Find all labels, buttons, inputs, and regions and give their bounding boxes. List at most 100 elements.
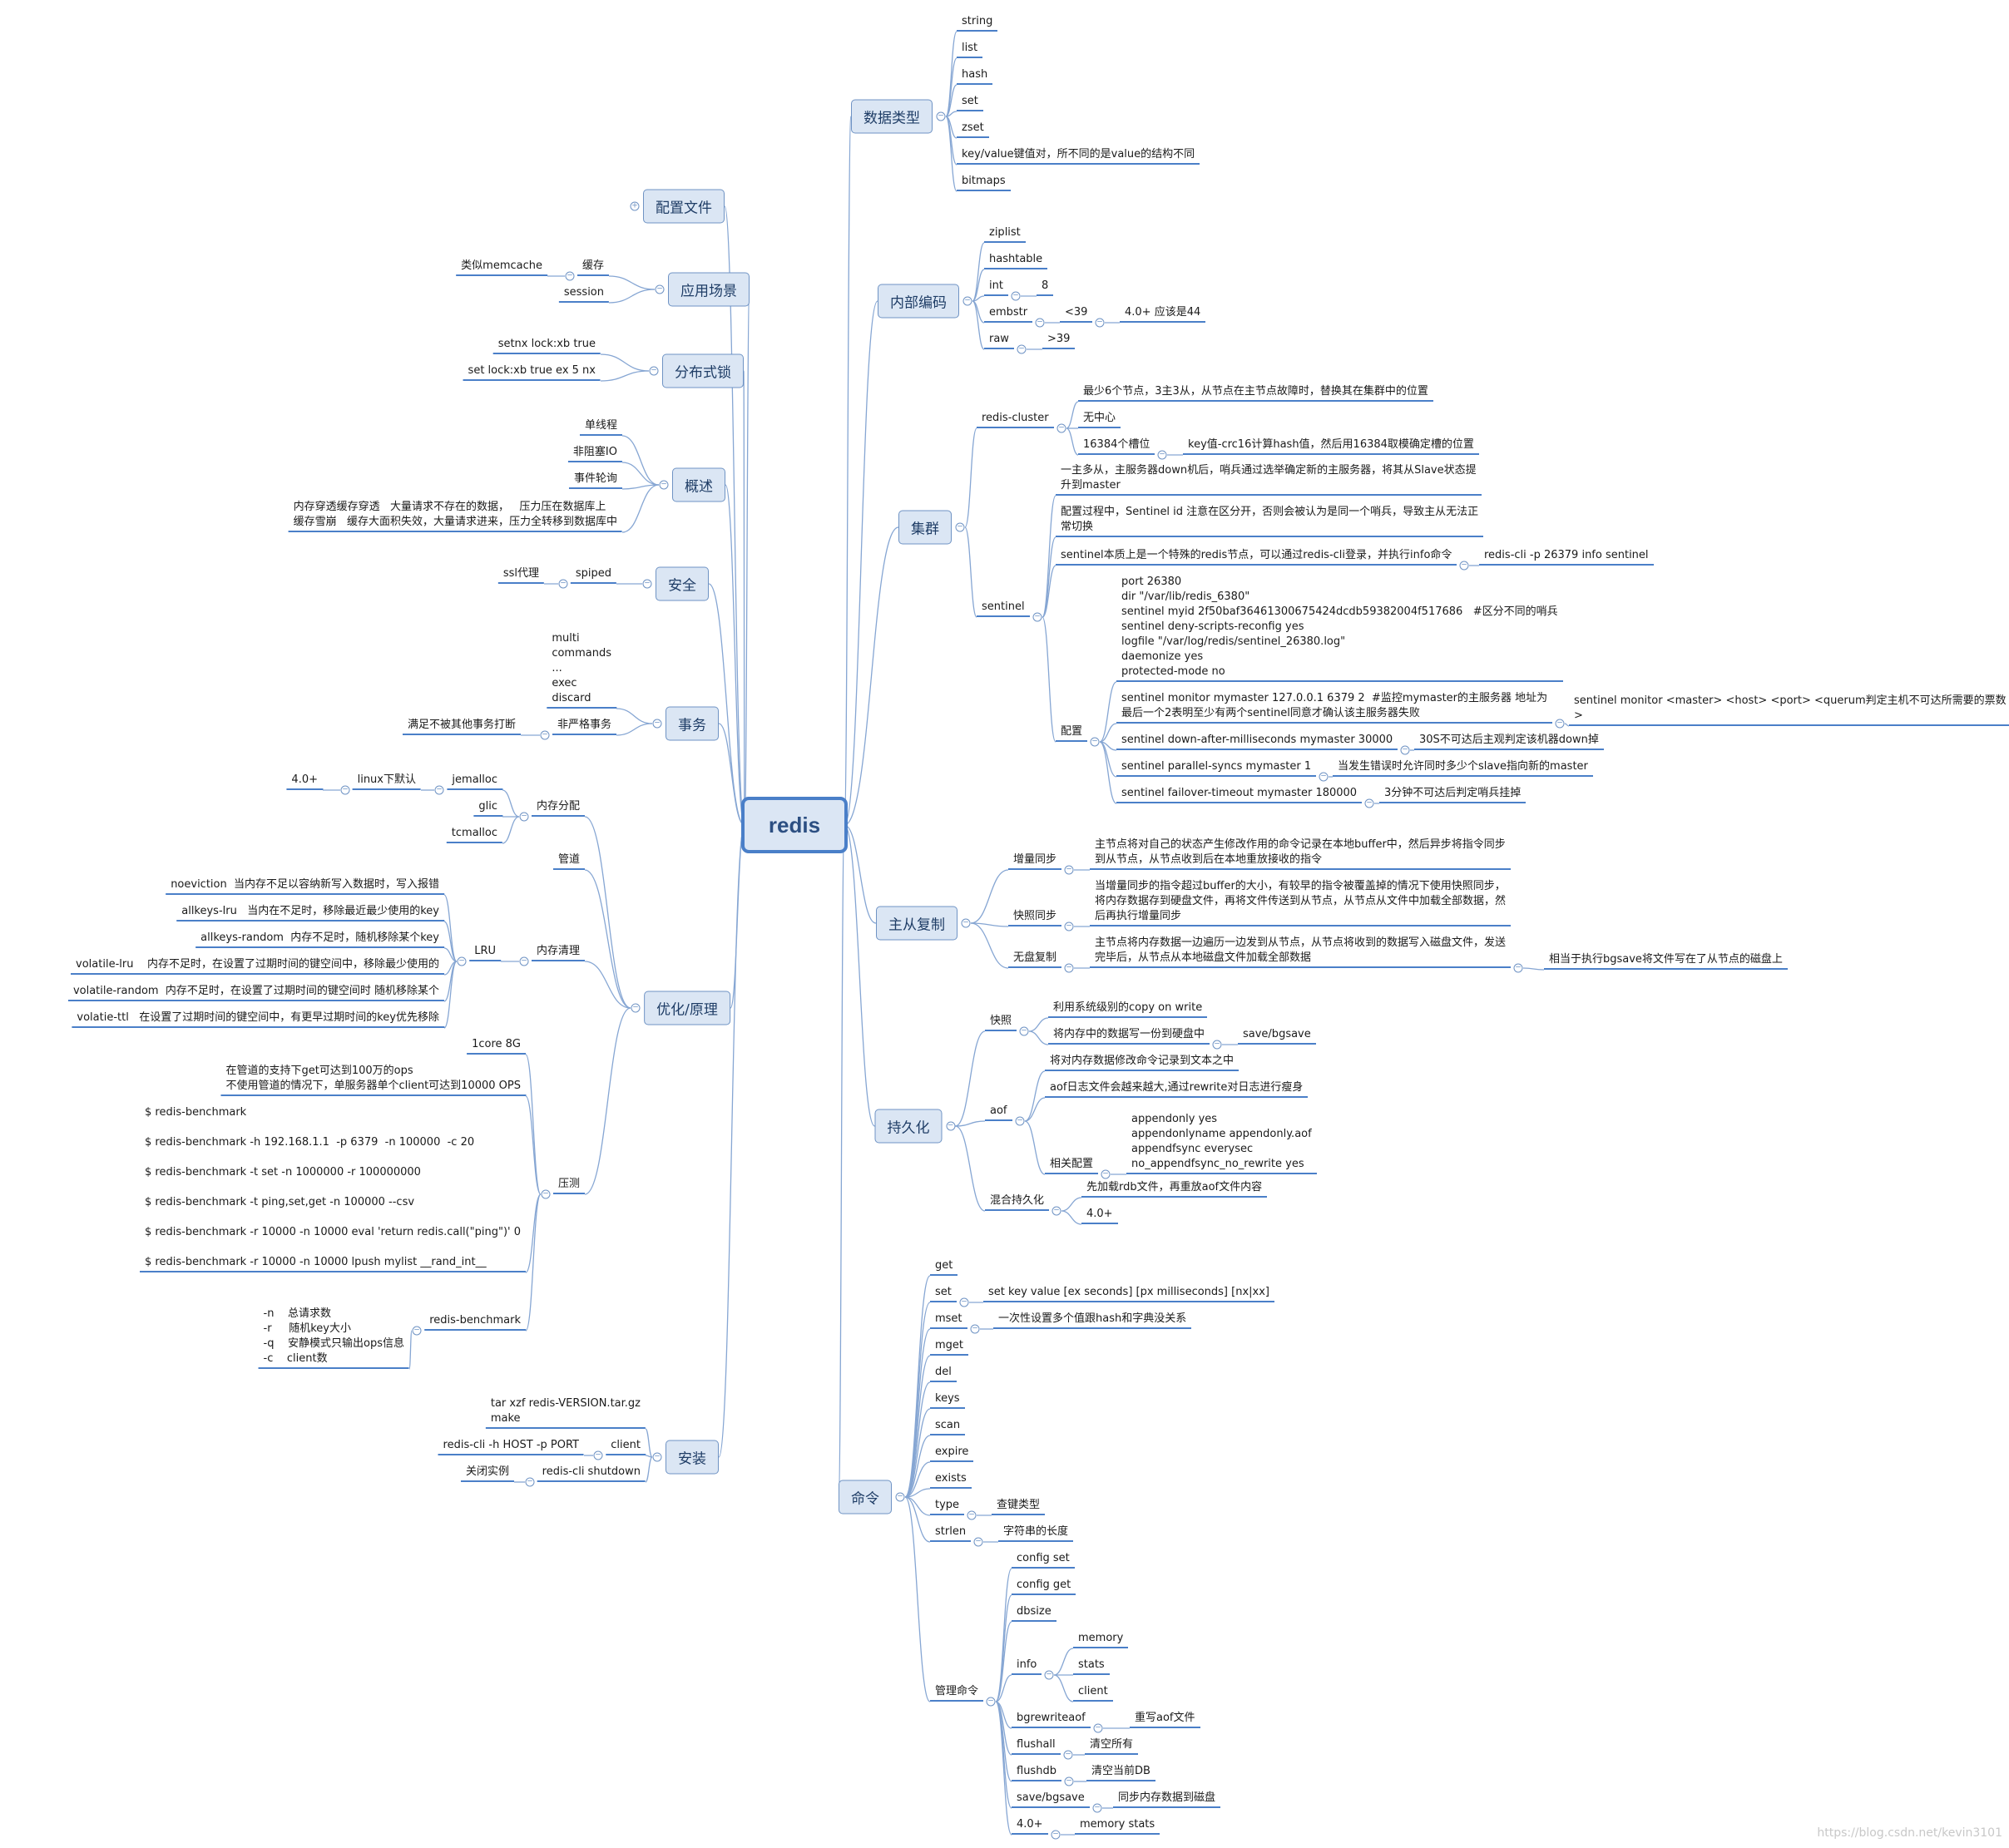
branch-right-5-9-0[interactable]: 查键类型 bbox=[991, 1498, 1046, 1515]
branch-right-2-1-3[interactable]: 配置 bbox=[1055, 724, 1088, 742]
branch-right-4-0-0[interactable]: 利用系统级别的copy on write bbox=[1047, 1001, 1208, 1018]
collapse-toggle-icon[interactable]: − bbox=[961, 918, 971, 928]
collapse-toggle-icon[interactable]: − bbox=[1095, 318, 1105, 328]
branch-left-3-3[interactable]: 内存穿透缓存穿透 大量请求不存在的数据， 压力压在数据库上 缓存雪崩 缓存大面积… bbox=[288, 500, 623, 532]
collapse-toggle-icon[interactable]: − bbox=[962, 296, 972, 306]
branch-right-4-1-2[interactable]: 相关配置 bbox=[1044, 1157, 1099, 1174]
collapse-toggle-icon[interactable]: − bbox=[986, 1697, 996, 1707]
collapse-toggle-icon[interactable]: − bbox=[652, 719, 662, 729]
collapse-toggle-icon[interactable]: − bbox=[1056, 423, 1066, 433]
branch-left-7-1-0[interactable]: redis-cli -h HOST -p PORT bbox=[438, 1438, 585, 1455]
branch-right-5-11-7-0[interactable]: 同步内存数据到磁盘 bbox=[1112, 1791, 1221, 1808]
branch-right-2-0-2-0[interactable]: key值-crc16计算hash值，然后用16384取模确定槽的位置 bbox=[1183, 437, 1479, 455]
branch-right-5-7[interactable]: expire bbox=[929, 1445, 974, 1462]
branch-right-3-1-0[interactable]: 当增量同步的指令超过buffer的大小，有较早的指令被覆盖掉的情况下使用快照同步… bbox=[1089, 879, 1512, 926]
branch-right-0-2[interactable]: hash bbox=[956, 67, 993, 85]
branch-left-6-0[interactable]: 内存分配 bbox=[531, 799, 586, 817]
branch-right-4-2-1[interactable]: 4.0+ bbox=[1081, 1207, 1118, 1224]
branch-right-5-11-5-0[interactable]: 清空所有 bbox=[1084, 1737, 1139, 1755]
collapse-toggle-icon[interactable]: − bbox=[652, 1452, 662, 1462]
collapse-toggle-icon[interactable]: − bbox=[659, 480, 669, 490]
branch-right-2-1-3-2-0[interactable]: 30S不可达后主观判定该机器down掉 bbox=[1414, 733, 1604, 750]
collapse-toggle-icon[interactable]: − bbox=[946, 1121, 955, 1131]
branch-left-6-2-0-1[interactable]: allkeys-lru 当内在不足时，移除最近最少使用的key bbox=[176, 904, 444, 922]
branch-left-3-2[interactable]: 事件轮询 bbox=[568, 472, 623, 489]
branch-right-5-9[interactable]: type bbox=[929, 1498, 965, 1515]
branch-right-1-3[interactable]: embstr bbox=[983, 305, 1033, 323]
branch-left-6-2-0-4[interactable]: volatile-random 内存不足时，在设置了过期时间的键空间时 随机移除… bbox=[67, 984, 445, 1001]
collapse-toggle-icon[interactable]: − bbox=[1052, 1206, 1061, 1216]
branch-right-5-11-7[interactable]: save/bgsave bbox=[1012, 1791, 1090, 1808]
collapse-toggle-icon[interactable]: − bbox=[1555, 719, 1565, 729]
branch-left-5-1[interactable]: 非严格事务 bbox=[552, 718, 617, 735]
branch-right-0-3[interactable]: set bbox=[957, 94, 983, 111]
branch-right-5-4[interactable]: del bbox=[930, 1365, 957, 1382]
collapse-toggle-icon[interactable]: − bbox=[1017, 344, 1027, 354]
branch-right-2-1-1[interactable]: 配置过程中，Sentinel id 注意在区分开，否则会被认为是同一个哨兵，导致… bbox=[1055, 505, 1484, 537]
branch-left-1-0-0[interactable]: 类似memcache bbox=[456, 259, 547, 276]
branch-right-4-1[interactable]: aof bbox=[985, 1104, 1012, 1121]
collapse-toggle-icon[interactable]: − bbox=[1064, 1776, 1074, 1786]
branch-left-6-0-0-0[interactable]: linux下默认 bbox=[352, 773, 422, 790]
branch-right-2-1-2[interactable]: sentinel本质上是一个特殊的redis节点，可以通过redis-cli登录… bbox=[1055, 548, 1457, 566]
branch-right-1-1[interactable]: hashtable bbox=[983, 252, 1048, 269]
branch-right-2-1-0[interactable]: 一主多从，主服务器down机后，哨兵通过选举确定新的主服务器，将其从Slave状… bbox=[1056, 463, 1482, 496]
branch-right-2-0-0[interactable]: 最少6个节点，3主3从，从节点在主节点故障时，替换其在集群中的位置 bbox=[1078, 384, 1433, 402]
main-topic-left-6[interactable]: 优化/原理 bbox=[644, 991, 730, 1025]
main-topic-right-1[interactable]: 内部编码 bbox=[878, 284, 959, 319]
collapse-toggle-icon[interactable]: − bbox=[1064, 865, 1074, 875]
collapse-toggle-icon[interactable]: − bbox=[895, 1492, 905, 1502]
collapse-toggle-icon[interactable]: − bbox=[1090, 737, 1100, 747]
branch-left-5-1-0[interactable]: 满足不被其他事务打断 bbox=[402, 718, 522, 735]
main-topic-right-0[interactable]: 数据类型 bbox=[851, 99, 933, 134]
branch-right-5-1-0[interactable]: set key value [ex seconds] [px milliseco… bbox=[983, 1285, 1274, 1302]
branch-right-5-11-3-2[interactable]: client bbox=[1073, 1684, 1113, 1702]
branch-right-3-2-0-0[interactable]: 相当于执行bgsave将文件写在了从节点的磁盘上 bbox=[1544, 952, 1788, 970]
collapse-toggle-icon[interactable]: − bbox=[1400, 745, 1410, 755]
branch-left-6-0-2[interactable]: tcmalloc bbox=[446, 826, 503, 843]
branch-right-4-0-1-0[interactable]: save/bgsave bbox=[1238, 1027, 1316, 1045]
collapse-toggle-icon[interactable]: − bbox=[642, 579, 652, 589]
branch-right-1-0[interactable]: ziplist bbox=[984, 225, 1026, 243]
branch-right-2-1-3-3-0[interactable]: 当发生错误时允许同时多少个slave指向新的master bbox=[1333, 759, 1593, 777]
collapse-toggle-icon[interactable]: − bbox=[1093, 1723, 1103, 1733]
branch-left-6-2-0-2[interactable]: allkeys-random 内存不足时，随机移除某个key bbox=[195, 931, 444, 948]
main-topic-left-4[interactable]: 安全 bbox=[656, 566, 709, 601]
collapse-toggle-icon[interactable]: − bbox=[519, 956, 529, 966]
collapse-toggle-icon[interactable]: − bbox=[1064, 922, 1074, 931]
main-topic-right-5[interactable]: 命令 bbox=[839, 1480, 892, 1514]
branch-left-5-0[interactable]: multi commands ... exec discard bbox=[547, 631, 616, 709]
branch-right-2-1-3-4-0[interactable]: 3分钟不可达后判定哨兵挂掉 bbox=[1378, 786, 1527, 803]
collapse-toggle-icon[interactable]: − bbox=[967, 1510, 977, 1520]
branch-right-5-2-0[interactable]: 一次性设置多个值跟hash和字典没关系 bbox=[992, 1312, 1192, 1329]
branch-right-5-11-8-0[interactable]: memory stats bbox=[1074, 1817, 1160, 1835]
branch-right-5-11-6[interactable]: flushdb bbox=[1012, 1764, 1061, 1781]
branch-right-5-11-6-0[interactable]: 清空当前DB bbox=[1086, 1764, 1155, 1781]
branch-right-4-0[interactable]: 快照 bbox=[984, 1014, 1017, 1031]
main-topic-left-7[interactable]: 安装 bbox=[666, 1440, 719, 1475]
branch-left-7-1[interactable]: client bbox=[606, 1438, 646, 1455]
collapse-toggle-icon[interactable]: − bbox=[1092, 1803, 1102, 1813]
branch-right-2-1-3-3[interactable]: sentinel parallel-syncs mymaster 1 bbox=[1116, 759, 1317, 777]
collapse-toggle-icon[interactable]: − bbox=[1015, 1116, 1025, 1126]
branch-right-5-1[interactable]: set bbox=[930, 1285, 957, 1302]
collapse-toggle-icon[interactable]: − bbox=[973, 1537, 983, 1547]
collapse-toggle-icon[interactable]: − bbox=[525, 1477, 535, 1487]
branch-right-5-11-8[interactable]: 4.0+ bbox=[1012, 1817, 1048, 1835]
branch-left-6-3[interactable]: 压测 bbox=[552, 1177, 586, 1194]
branch-left-7-0[interactable]: tar xzf redis-VERSION.tar.gz make bbox=[485, 1396, 646, 1429]
branch-left-6-3-3-0[interactable]: -n 总请求数 -r 随机key大小 -q 安静模式只输出ops信息 -c cl… bbox=[258, 1307, 410, 1369]
branch-left-2-0[interactable]: setnx lock:xb true bbox=[492, 337, 601, 354]
collapse-toggle-icon[interactable]: − bbox=[340, 785, 350, 795]
branch-right-2-1-3-0[interactable]: port 26380 dir "/var/lib/redis_6380" sen… bbox=[1116, 575, 1563, 682]
branch-right-5-11-0[interactable]: config set bbox=[1012, 1551, 1075, 1569]
branch-right-2-1-3-1[interactable]: sentinel monitor mymaster 127.0.0.1 6379… bbox=[1116, 691, 1553, 724]
main-topic-right-4[interactable]: 持久化 bbox=[874, 1109, 943, 1144]
collapse-toggle-icon[interactable]: − bbox=[519, 812, 529, 822]
main-topic-left-3[interactable]: 概述 bbox=[672, 467, 725, 502]
main-topic-left-5[interactable]: 事务 bbox=[666, 706, 719, 741]
branch-right-4-1-1[interactable]: aof日志文件会越来越大,通过rewrite对日志进行瘦身 bbox=[1044, 1080, 1309, 1098]
branch-left-6-2-0[interactable]: LRU bbox=[469, 944, 501, 961]
branch-right-4-1-2-0[interactable]: appendonly yes appendonlyname appendonly… bbox=[1126, 1112, 1317, 1174]
branch-left-6-1[interactable]: 管道 bbox=[552, 852, 586, 870]
